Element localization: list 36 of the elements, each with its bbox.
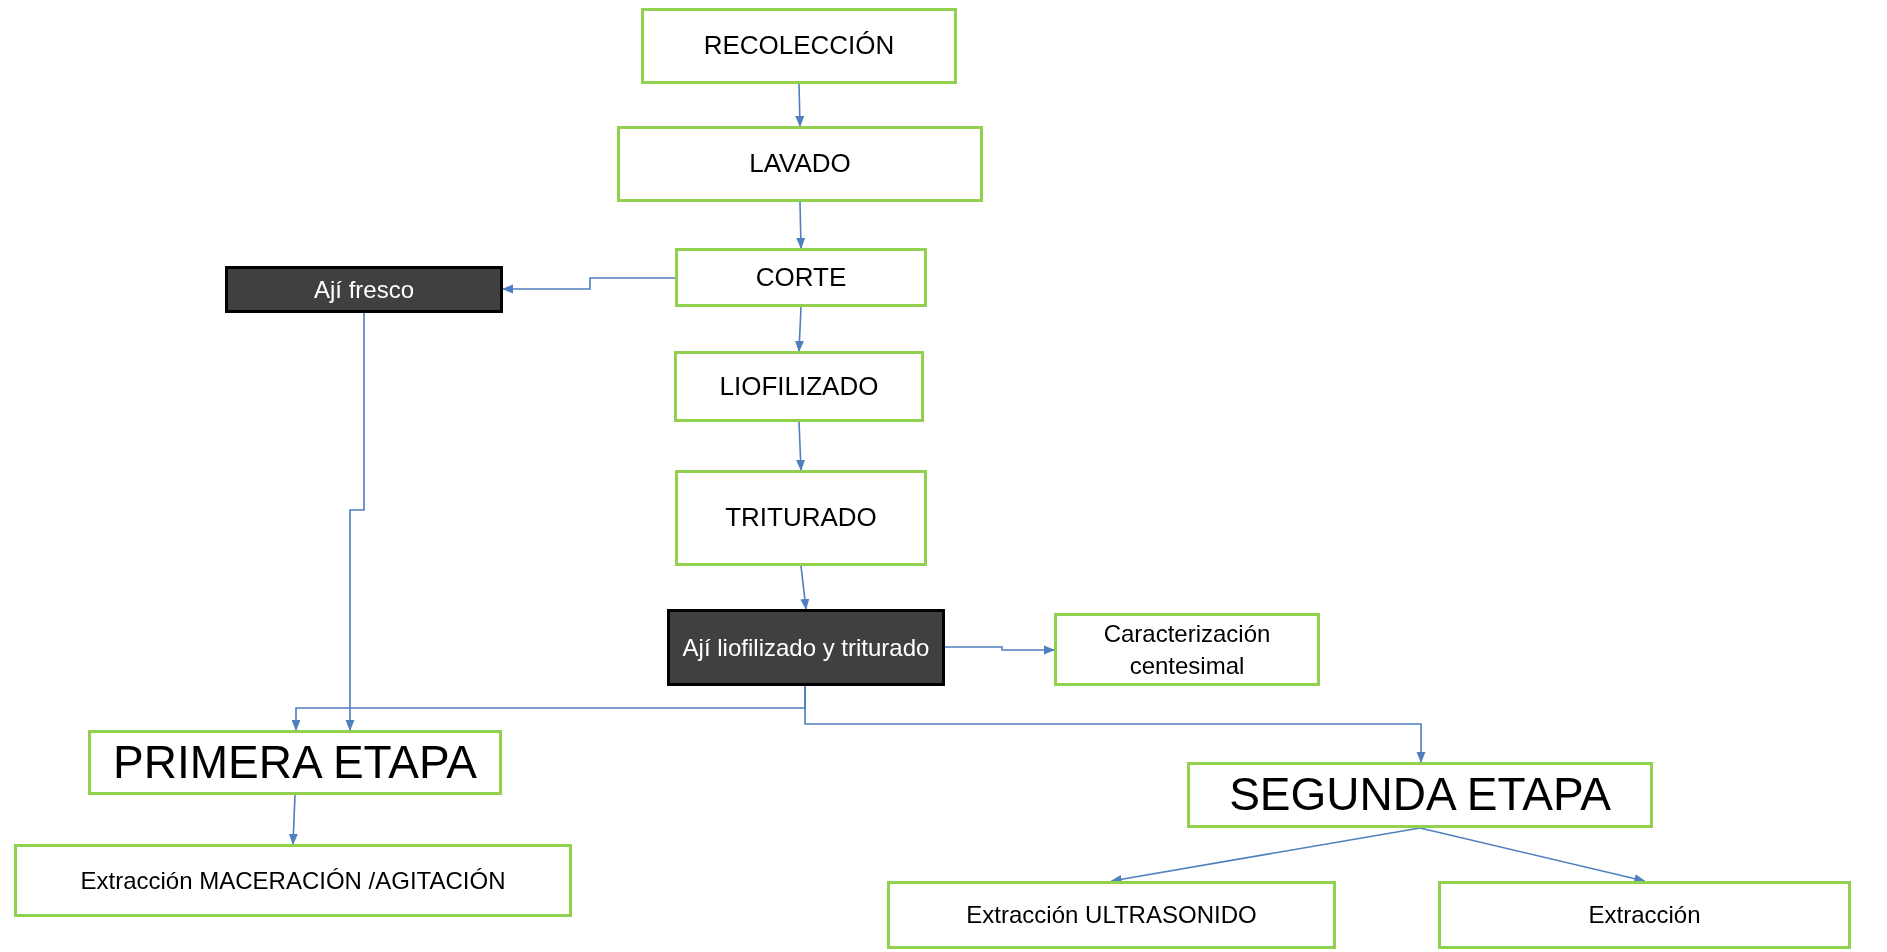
box-label: SEGUNDA ETAPA xyxy=(1229,767,1611,823)
box-label: Extracción MACERACIÓN /AGITACIÓN xyxy=(80,865,506,896)
process-box xyxy=(1054,613,1320,686)
box-label: Ají liofilizado y triturado xyxy=(682,632,930,663)
arrow xyxy=(800,565,810,611)
arrow xyxy=(796,421,806,472)
box-label: Caracterización centesimal xyxy=(1102,619,1272,681)
box-label: CORTE xyxy=(755,260,847,294)
arrow xyxy=(795,306,804,353)
arrow xyxy=(501,277,676,294)
arrow xyxy=(288,794,298,846)
arrow xyxy=(796,201,806,250)
box-label: TRITURADO xyxy=(725,501,877,535)
process-box xyxy=(14,844,572,917)
box-label: PRIMERA ETAPA xyxy=(113,734,477,790)
process-box xyxy=(674,351,924,422)
process-box xyxy=(1187,762,1653,828)
box-label: LAVADO xyxy=(749,147,851,181)
product-box xyxy=(225,266,503,313)
box-label: RECOLECCIÓN xyxy=(703,29,895,63)
arrow xyxy=(345,312,365,732)
process-box xyxy=(617,126,983,202)
process-box xyxy=(675,248,927,307)
arrow xyxy=(795,83,805,128)
box-label: LIOFILIZADO xyxy=(719,369,879,403)
process-box xyxy=(887,881,1336,949)
process-box xyxy=(641,8,957,84)
process-box xyxy=(88,730,502,795)
box-label: Ají fresco xyxy=(314,274,414,305)
box-label: Extracción xyxy=(1588,900,1701,931)
arrow xyxy=(804,685,1426,764)
process-box xyxy=(1438,881,1851,949)
box-label: Extracción ULTRASONIDO xyxy=(966,900,1257,931)
product-box xyxy=(667,609,945,686)
process-box xyxy=(675,470,927,566)
arrow xyxy=(944,645,1056,655)
